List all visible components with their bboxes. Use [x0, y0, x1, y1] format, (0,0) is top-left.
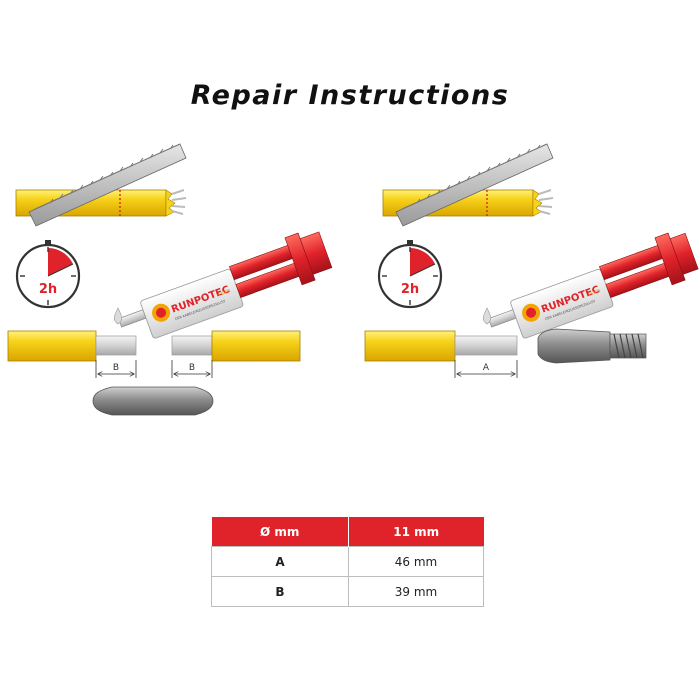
row-label-a: A — [211, 546, 349, 577]
wire-strands-icon — [538, 189, 554, 215]
saw-icon — [395, 143, 554, 227]
dimension-label-b-first: B — [113, 363, 119, 373]
glue-drop-right — [482, 307, 492, 325]
cutting-step-right — [382, 143, 554, 227]
header-diameter: Ø mm — [211, 517, 349, 547]
page-title: Repair Instructions — [190, 80, 510, 111]
syringe-brand-suffix-left: .com — [215, 287, 231, 299]
timer-label-right: 2h — [401, 282, 419, 297]
adhesive-syringe-right: RUNPOTEC .com DER KABELEINZUGSSPEZIALIST — [482, 232, 699, 339]
dimension-label-a: A — [483, 363, 490, 373]
cutting-step-left — [15, 143, 187, 227]
row-label-b: B — [211, 576, 349, 607]
cure-timer-left: 2h — [15, 240, 81, 309]
connector-sleeve — [92, 386, 214, 416]
row-value-a: 46 mm — [348, 546, 484, 577]
row-value-b: 39 mm — [348, 576, 484, 607]
wire-strands-icon — [171, 189, 187, 215]
timer-label-left: 2h — [39, 282, 57, 297]
spec-table: Ø mm 11 mm A 46 mm B 39 mm — [211, 517, 484, 607]
saw-icon — [28, 143, 187, 227]
dimension-label-b-second: B — [189, 363, 195, 373]
threaded-end-fitting — [537, 328, 647, 364]
table-header-row: Ø mm 11 mm — [211, 517, 484, 547]
table-row: B 39 mm — [211, 576, 484, 607]
adhesive-syringe-left: RUNPOTEC .com DER KABELEINZUGSSPEZIALIST — [113, 231, 333, 339]
stripped-cables-left: B B — [7, 330, 301, 378]
glue-drop-left — [113, 307, 123, 325]
stripped-cable-right: A — [364, 330, 518, 378]
syringe-brand-suffix-right: .com — [585, 287, 601, 299]
cure-timer-right: 2h — [377, 240, 443, 309]
table-row: A 46 mm — [211, 546, 484, 577]
header-size: 11 mm — [348, 517, 484, 547]
